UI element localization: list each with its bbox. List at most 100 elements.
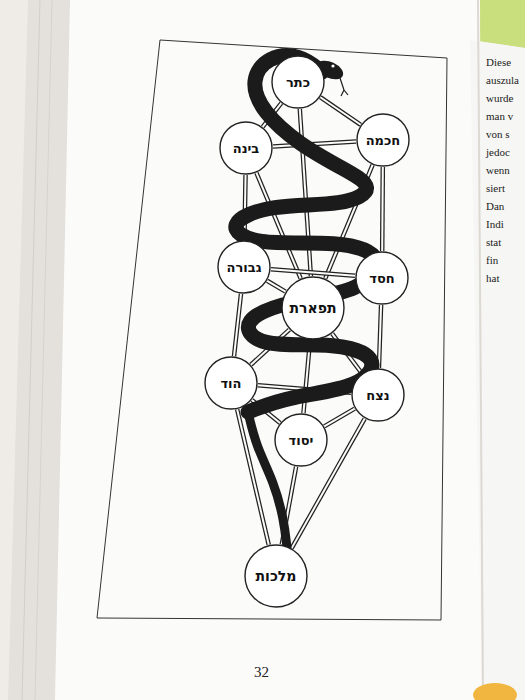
sephira-name: הוד (220, 377, 241, 390)
path-channel (271, 269, 355, 276)
text-fragment: Indi (486, 218, 504, 230)
channel-inner (237, 409, 269, 545)
serpent-tongue (340, 78, 348, 96)
channel-outline (342, 289, 357, 295)
sephira-circle: נצח (351, 368, 405, 422)
circle-shape (245, 545, 307, 607)
channel-outline (267, 281, 285, 292)
channel-outline (273, 142, 356, 147)
text-fragment: fin (486, 254, 498, 266)
channel-inner (342, 289, 357, 295)
path-channel (324, 409, 354, 427)
channel-outline (263, 103, 282, 127)
channel-outline (320, 97, 360, 125)
sephira-name: יסוד (289, 434, 314, 447)
channel-outline (244, 175, 245, 240)
circle-shape (357, 114, 409, 166)
path-channel (292, 419, 365, 549)
path-channel (282, 467, 296, 545)
sephira-name: גבורה (227, 261, 262, 274)
page-number: 32 (254, 664, 269, 681)
channel-inner (256, 173, 300, 279)
channel-inner (332, 334, 362, 374)
channel-inner (379, 305, 381, 368)
sephira-circle: חסד (355, 251, 409, 305)
circle-shape (218, 241, 270, 293)
path-channel (342, 289, 357, 295)
channel-outline (292, 419, 365, 549)
orange-object (473, 683, 517, 700)
channel-inner (300, 109, 311, 276)
channel-outline (379, 305, 381, 368)
text-fragment: stat (486, 236, 501, 248)
channel-inner (320, 97, 360, 125)
sephira-circle: תפארת (281, 276, 345, 340)
circle-shape (275, 414, 327, 466)
path-channel (325, 165, 372, 279)
path-channel (332, 334, 362, 374)
channel-inner (381, 167, 384, 251)
sephira-name: כתר (286, 76, 310, 89)
sephira-name: חכמה (366, 134, 401, 147)
channel-inner (234, 294, 241, 356)
channel-inner (258, 385, 351, 393)
channel-inner (251, 330, 289, 365)
sephira-circle: מלכות (244, 544, 308, 608)
circle-shape (282, 277, 344, 339)
path-channel (303, 340, 310, 413)
path-channel (263, 103, 282, 127)
diagram-frame (97, 40, 447, 620)
channel-outline (271, 269, 355, 276)
channel-inner (263, 103, 282, 127)
sephira-circle: יסוד (274, 413, 328, 467)
text-fragment: siert (486, 182, 505, 194)
path-channel (300, 109, 311, 276)
path-channel (382, 167, 384, 251)
text-fragment: hat (486, 272, 499, 284)
channel-outline (237, 409, 269, 545)
circle-shape (356, 252, 408, 304)
page-edge (35, 0, 52, 700)
path-channel (252, 400, 280, 423)
circle-shape (352, 369, 404, 421)
text-fragment: jedoc (486, 146, 510, 158)
sephira-circle: הוד (204, 356, 258, 410)
path-channel (256, 173, 300, 279)
sephira-circle: בינה (219, 121, 273, 175)
text-fragment: wurde (486, 92, 514, 104)
channel-inner (267, 281, 285, 292)
channel-outline (324, 409, 354, 427)
channel-inner (325, 165, 372, 279)
path-channel (379, 305, 381, 368)
sephira-circle: חכמה (356, 113, 410, 167)
text-fragment: man v (486, 110, 513, 122)
path-channel (258, 385, 351, 393)
channel-inner (271, 269, 355, 276)
channel-inner (324, 409, 354, 427)
path-channel (273, 142, 356, 147)
channel-outline (303, 340, 310, 413)
sephira-name: חסד (369, 272, 394, 285)
left-page (55, 0, 482, 700)
text-fragment: wenn (486, 164, 510, 176)
text-fragment: von s (486, 128, 510, 140)
circle-shape (205, 357, 257, 409)
path-channel (320, 97, 360, 125)
text-fragment: Diese (486, 56, 511, 68)
circle-shape (220, 122, 272, 174)
sephira-name: בינה (233, 142, 260, 155)
sephira-name: תפארת (290, 301, 337, 315)
channel-inner (292, 419, 365, 549)
sephira-name: נצח (366, 389, 389, 402)
serpent-eye (331, 64, 334, 67)
channel-inner (282, 467, 296, 545)
sephira-circle: גבורה (217, 240, 271, 294)
path-channel (251, 330, 289, 365)
channel-outline (380, 167, 385, 251)
channel-outline (252, 400, 280, 423)
channel-inner (273, 142, 356, 147)
channel-outline (256, 173, 300, 279)
text-fragment: Dan (486, 200, 504, 212)
path-channel (237, 409, 269, 545)
